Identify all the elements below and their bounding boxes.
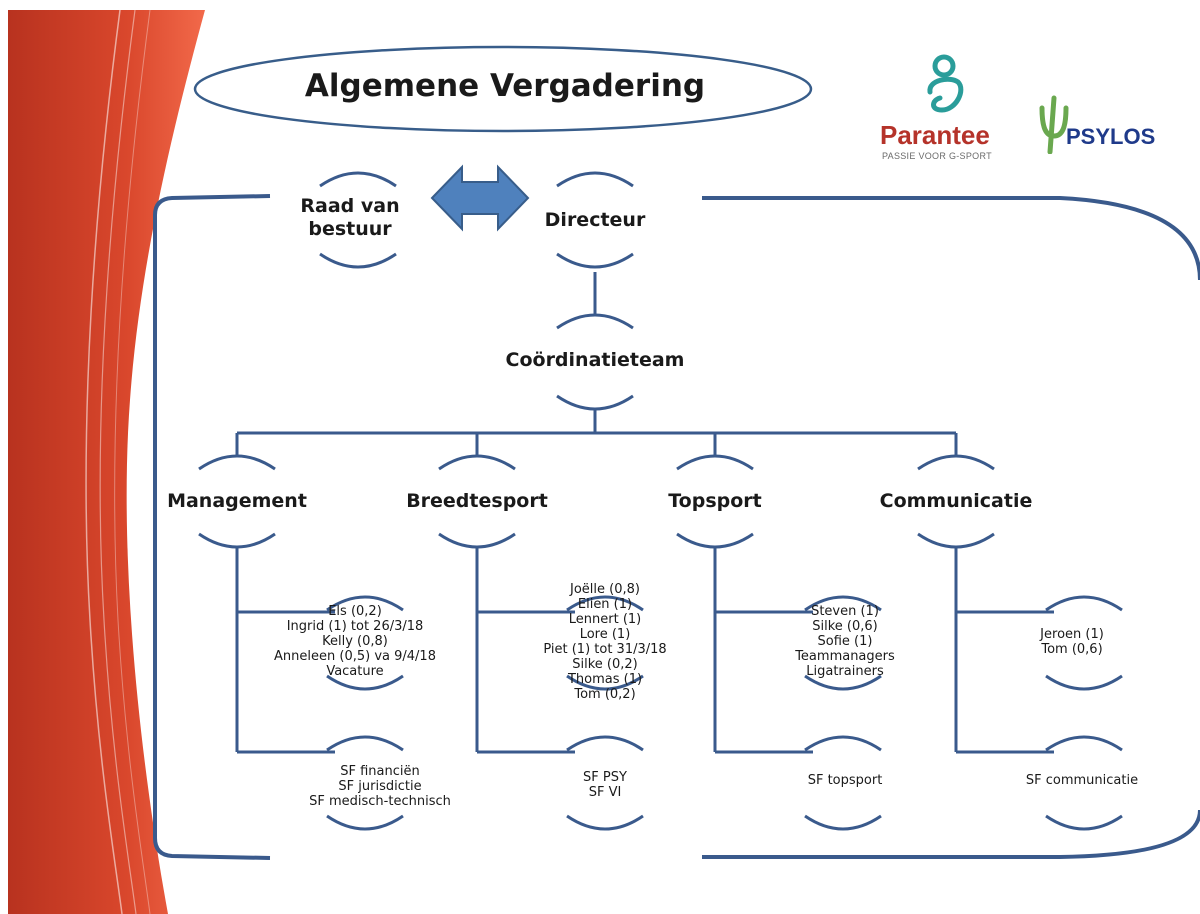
breedtesport-node-bottom-arc <box>438 532 516 549</box>
decorative-band-line <box>99 9 137 914</box>
node-raad-van-bestuur: Raad van bestuur <box>280 195 420 241</box>
list-item: Sofie (1) <box>817 634 873 649</box>
topsport-sf-node-bottom-arc <box>804 814 882 831</box>
parantee-logo-text: Parantee <box>880 120 990 150</box>
list-item: Jeroen (1) <box>1040 627 1104 642</box>
breedtesport-people-node-bottom-arc <box>566 674 644 691</box>
psylos-logo-text: PSYLOS <box>1066 124 1156 149</box>
communicatie-sf-node-top-arc <box>1045 735 1123 752</box>
list-item: Tom (0,2) <box>574 687 636 702</box>
directeur-node-bottom-arc <box>556 252 634 269</box>
double-arrow <box>430 164 530 232</box>
communicatie-node-bottom-arc <box>917 532 995 549</box>
list-item: Kelly (0,8) <box>322 634 388 649</box>
psylos-psi-icon <box>1039 95 1069 154</box>
list-item: SF jurisdictie <box>338 779 422 794</box>
logos-area: Parantee PASSIE VOOR G-SPORT PSYLOS <box>866 48 1186 168</box>
frame-right <box>702 196 1200 281</box>
directeur-node-top-arc <box>556 171 634 188</box>
breedtesport-sf-node-bottom-arc <box>566 814 644 831</box>
node-breedtesport: Breedtesport <box>406 490 548 512</box>
raad-node-bottom-arc <box>319 252 397 269</box>
communicatie-sf-node-bottom-arc <box>1045 814 1123 831</box>
decorative-band <box>8 10 205 914</box>
management-node-bottom-arc <box>198 532 276 549</box>
node-directeur: Directeur <box>544 209 646 231</box>
list-item: Lennert (1) <box>568 612 642 627</box>
topsport-sf-node-top-arc <box>804 735 882 752</box>
node-topsport: Topsport <box>668 490 762 512</box>
decorative-band-line <box>85 9 123 914</box>
raad-node-top-arc <box>319 171 397 188</box>
frame-left <box>153 194 271 860</box>
list-item: Ligatrainers <box>806 664 884 679</box>
decorative-band-line <box>114 9 151 914</box>
list-item: Thomas (1) <box>567 672 643 687</box>
breedtesport-sf-list: SF PSY SF VI <box>550 770 660 800</box>
breedtesport-sf-node-top-arc <box>566 735 644 752</box>
topsport-people-node-top-arc <box>804 595 882 612</box>
management-sf-node-bottom-arc <box>326 814 404 831</box>
communicatie-sf-list: SF communicatie <box>1012 773 1152 788</box>
list-item: Steven (1) <box>811 604 879 619</box>
node-coordinatieteam: Coördinatieteam <box>505 349 685 371</box>
communicatie-people-node-bottom-arc <box>1045 674 1123 691</box>
topsport-node-bottom-arc <box>676 532 754 549</box>
raad-line-2: bestuur <box>308 218 392 240</box>
node-management: Management <box>167 490 307 512</box>
list-item: Teammanagers <box>795 649 895 664</box>
management-sf-node-top-arc <box>326 735 404 752</box>
list-item: SF VI <box>588 785 622 800</box>
list-item: Piet (1) tot 31/3/18 <box>543 642 667 657</box>
list-item: Silke (0,6) <box>812 619 878 634</box>
list-item: Ingrid (1) tot 26/3/18 <box>286 619 424 634</box>
topsport-people-node-bottom-arc <box>804 674 882 691</box>
list-item: Silke (0,2) <box>572 657 638 672</box>
list-item: SF financiën <box>340 764 420 779</box>
list-item: Elien (1) <box>577 597 633 612</box>
coordinatie-node-bottom-arc <box>556 394 634 411</box>
node-communicatie: Communicatie <box>879 490 1033 512</box>
list-item: Vacature <box>326 664 384 679</box>
title-ellipse <box>193 45 813 133</box>
management-people-node-bottom-arc <box>326 674 404 691</box>
management-node-top-arc <box>198 454 276 471</box>
list-item: Anneleen (0,5) va 9/4/18 <box>274 649 436 664</box>
topsport-people-list: Steven (1) Silke (0,6) Sofie (1) Teamman… <box>780 604 910 679</box>
topsport-sf-list: SF topsport <box>780 773 910 788</box>
communicatie-node-top-arc <box>917 454 995 471</box>
list-item: Joëlle (0,8) <box>570 582 640 597</box>
communicatie-people-list: Jeroen (1) Tom (0,6) <box>1022 627 1122 657</box>
frame-bottom-right <box>702 809 1200 859</box>
topsport-node-top-arc <box>676 454 754 471</box>
breedtesport-people-list: Joëlle (0,8) Elien (1) Lennert (1) Lore … <box>520 582 690 702</box>
coordinatie-node-top-arc <box>556 313 634 330</box>
management-sf-list: SF financiën SF jurisdictie SF medisch-t… <box>285 764 475 809</box>
list-item: Lore (1) <box>579 627 631 642</box>
breedtesport-people-node-top-arc <box>566 595 644 612</box>
page-title: Algemene Vergadering <box>304 68 706 104</box>
communicatie-people-node-top-arc <box>1045 595 1123 612</box>
list-item: SF communicatie <box>1025 773 1139 788</box>
list-item: SF topsport <box>807 773 883 788</box>
breedtesport-node-top-arc <box>438 454 516 471</box>
raad-line-1: Raad van <box>300 195 400 217</box>
management-people-list: Els (0,2) Ingrid (1) tot 26/3/18 Kelly (… <box>265 604 445 679</box>
parantee-logo-tagline: PASSIE VOOR G-SPORT <box>882 151 992 161</box>
list-item: SF PSY <box>583 770 627 785</box>
management-people-node-top-arc <box>326 595 404 612</box>
list-item: Els (0,2) <box>328 604 382 619</box>
list-item: SF medisch-technisch <box>309 794 451 809</box>
parantee-logo-icon <box>927 54 964 113</box>
list-item: Tom (0,6) <box>1041 642 1103 657</box>
